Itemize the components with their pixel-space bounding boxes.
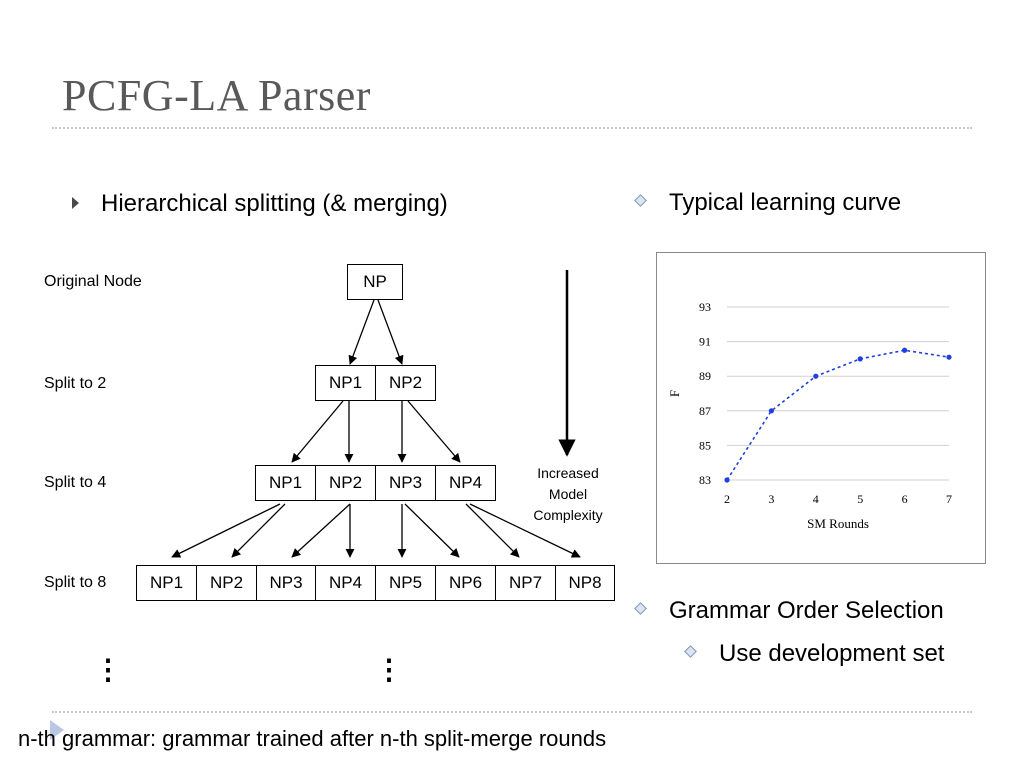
y-axis-label: F <box>667 390 682 397</box>
data-point <box>946 354 952 360</box>
bullet-text: Hierarchical splitting (& merging) <box>101 190 448 217</box>
arrow <box>404 503 460 558</box>
x-tick-label: 2 <box>724 492 730 506</box>
node-np1: NP1 <box>255 465 316 501</box>
x-axis-label: SM Rounds <box>807 516 869 531</box>
bullet-grammar-order: Grammar Order Selection <box>634 597 944 625</box>
x-tick-label: 3 <box>768 492 774 506</box>
y-tick-label: 93 <box>699 300 711 314</box>
y-tick-label: 89 <box>699 369 711 383</box>
node-np3: NP3 <box>375 465 436 501</box>
node-np3: NP3 <box>256 565 316 601</box>
footer-triangle-icon <box>50 720 64 740</box>
x-tick-label: 7 <box>946 492 952 506</box>
arrow <box>171 503 281 558</box>
arrow <box>291 503 351 558</box>
footer-note: n-th grammar: grammar trained after n-th… <box>18 726 607 751</box>
complexity-annotation: Increased Model Complexity <box>533 465 603 523</box>
y-tick-label: 85 <box>699 438 711 452</box>
chart-svg: 83 85 87 89 91 93 2 3 4 5 6 7 F SM Rounds <box>667 300 952 531</box>
node-np2: NP2 <box>315 465 376 501</box>
learning-curve-chart: 83 85 87 89 91 93 2 3 4 5 6 7 F SM Rounds <box>656 252 986 564</box>
data-point <box>902 347 908 353</box>
x-tick-label: 4 <box>813 492 819 506</box>
series-line <box>726 349 950 481</box>
vertical-ellipsis: ⋮ <box>375 654 403 685</box>
data-point <box>768 408 774 414</box>
row-label-split4: Split to 4 <box>44 474 107 491</box>
y-tick-label: 87 <box>699 404 711 418</box>
node-np7: NP7 <box>495 565 556 601</box>
sub-bullet-dev-set: Use development set <box>684 640 944 668</box>
row-label-split8: Split to 8 <box>44 574 107 591</box>
node-np2: NP2 <box>196 565 257 601</box>
page-title: PCFG-LA Parser <box>62 71 371 120</box>
x-tick-label: 6 <box>902 492 908 506</box>
title-divider <box>52 127 972 129</box>
node-np1: NP1 <box>315 365 376 401</box>
node-np4: NP4 <box>435 465 496 501</box>
diamond-bullet-icon <box>684 645 697 659</box>
node-np2: NP2 <box>375 365 436 401</box>
bullet-learning-curve: Typical learning curve <box>634 189 901 217</box>
footer-divider <box>52 711 972 713</box>
node-np: NP <box>347 264 403 300</box>
node-np1: NP1 <box>136 565 197 601</box>
row-label-split2: Split to 2 <box>44 375 107 392</box>
arrow <box>348 299 375 365</box>
y-tick-label: 83 <box>699 473 711 487</box>
arrow <box>377 299 404 365</box>
vertical-ellipsis: ⋮ <box>94 654 122 685</box>
bullet-hierarchical: Hierarchical splitting (& merging) <box>72 190 448 218</box>
arrow <box>291 400 344 463</box>
diamond-bullet-icon <box>634 602 647 616</box>
data-point <box>724 477 730 483</box>
x-tick-label: 5 <box>857 492 863 506</box>
node-np4: NP4 <box>315 565 376 601</box>
arrow <box>407 400 461 463</box>
data-point <box>857 356 863 362</box>
row-label-original: Original Node <box>44 273 142 290</box>
node-np6: NP6 <box>435 565 496 601</box>
diamond-bullet-icon <box>634 194 647 208</box>
triangle-bullet-icon <box>72 196 79 209</box>
arrow <box>469 503 581 558</box>
node-np8: NP8 <box>555 565 615 601</box>
arrow <box>465 503 520 558</box>
node-np5: NP5 <box>375 565 436 601</box>
y-tick-label: 91 <box>699 335 711 349</box>
arrow <box>231 503 286 558</box>
data-point <box>813 373 819 379</box>
